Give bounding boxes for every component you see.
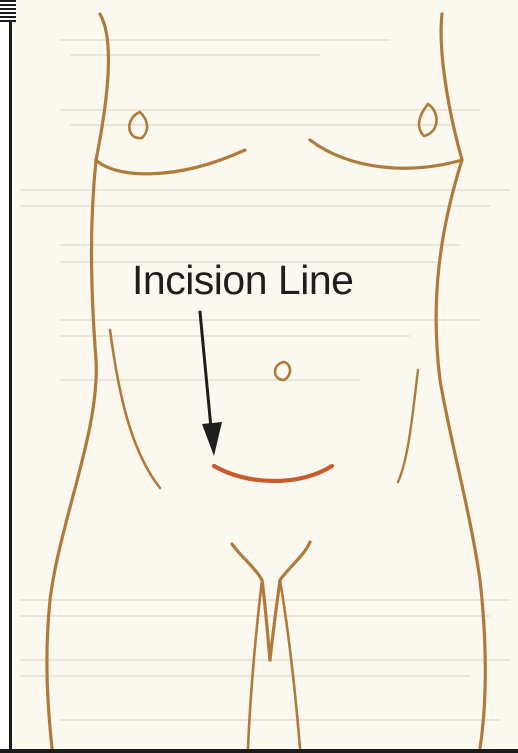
left-hip-line: [110, 330, 160, 488]
arrow-down-icon: [200, 312, 222, 456]
left-shoulder-line: [96, 14, 109, 160]
pubic-outline-left: [232, 544, 270, 660]
left-inner-thigh: [248, 580, 262, 748]
right-breast-contour: [310, 140, 462, 168]
left-breast-contour: [96, 150, 245, 174]
right-hip-line: [398, 370, 418, 482]
right-shoulder-line: [441, 14, 462, 160]
navel: [275, 362, 290, 380]
incision-line-label: Incision Line: [132, 256, 353, 304]
left-border-rule: [0, 0, 12, 753]
scan-artifact-icon: [0, 0, 16, 22]
incision-line: [214, 466, 332, 481]
right-areola: [419, 104, 436, 136]
bottom-border-rule: [0, 749, 518, 753]
right-inner-thigh: [280, 580, 300, 748]
